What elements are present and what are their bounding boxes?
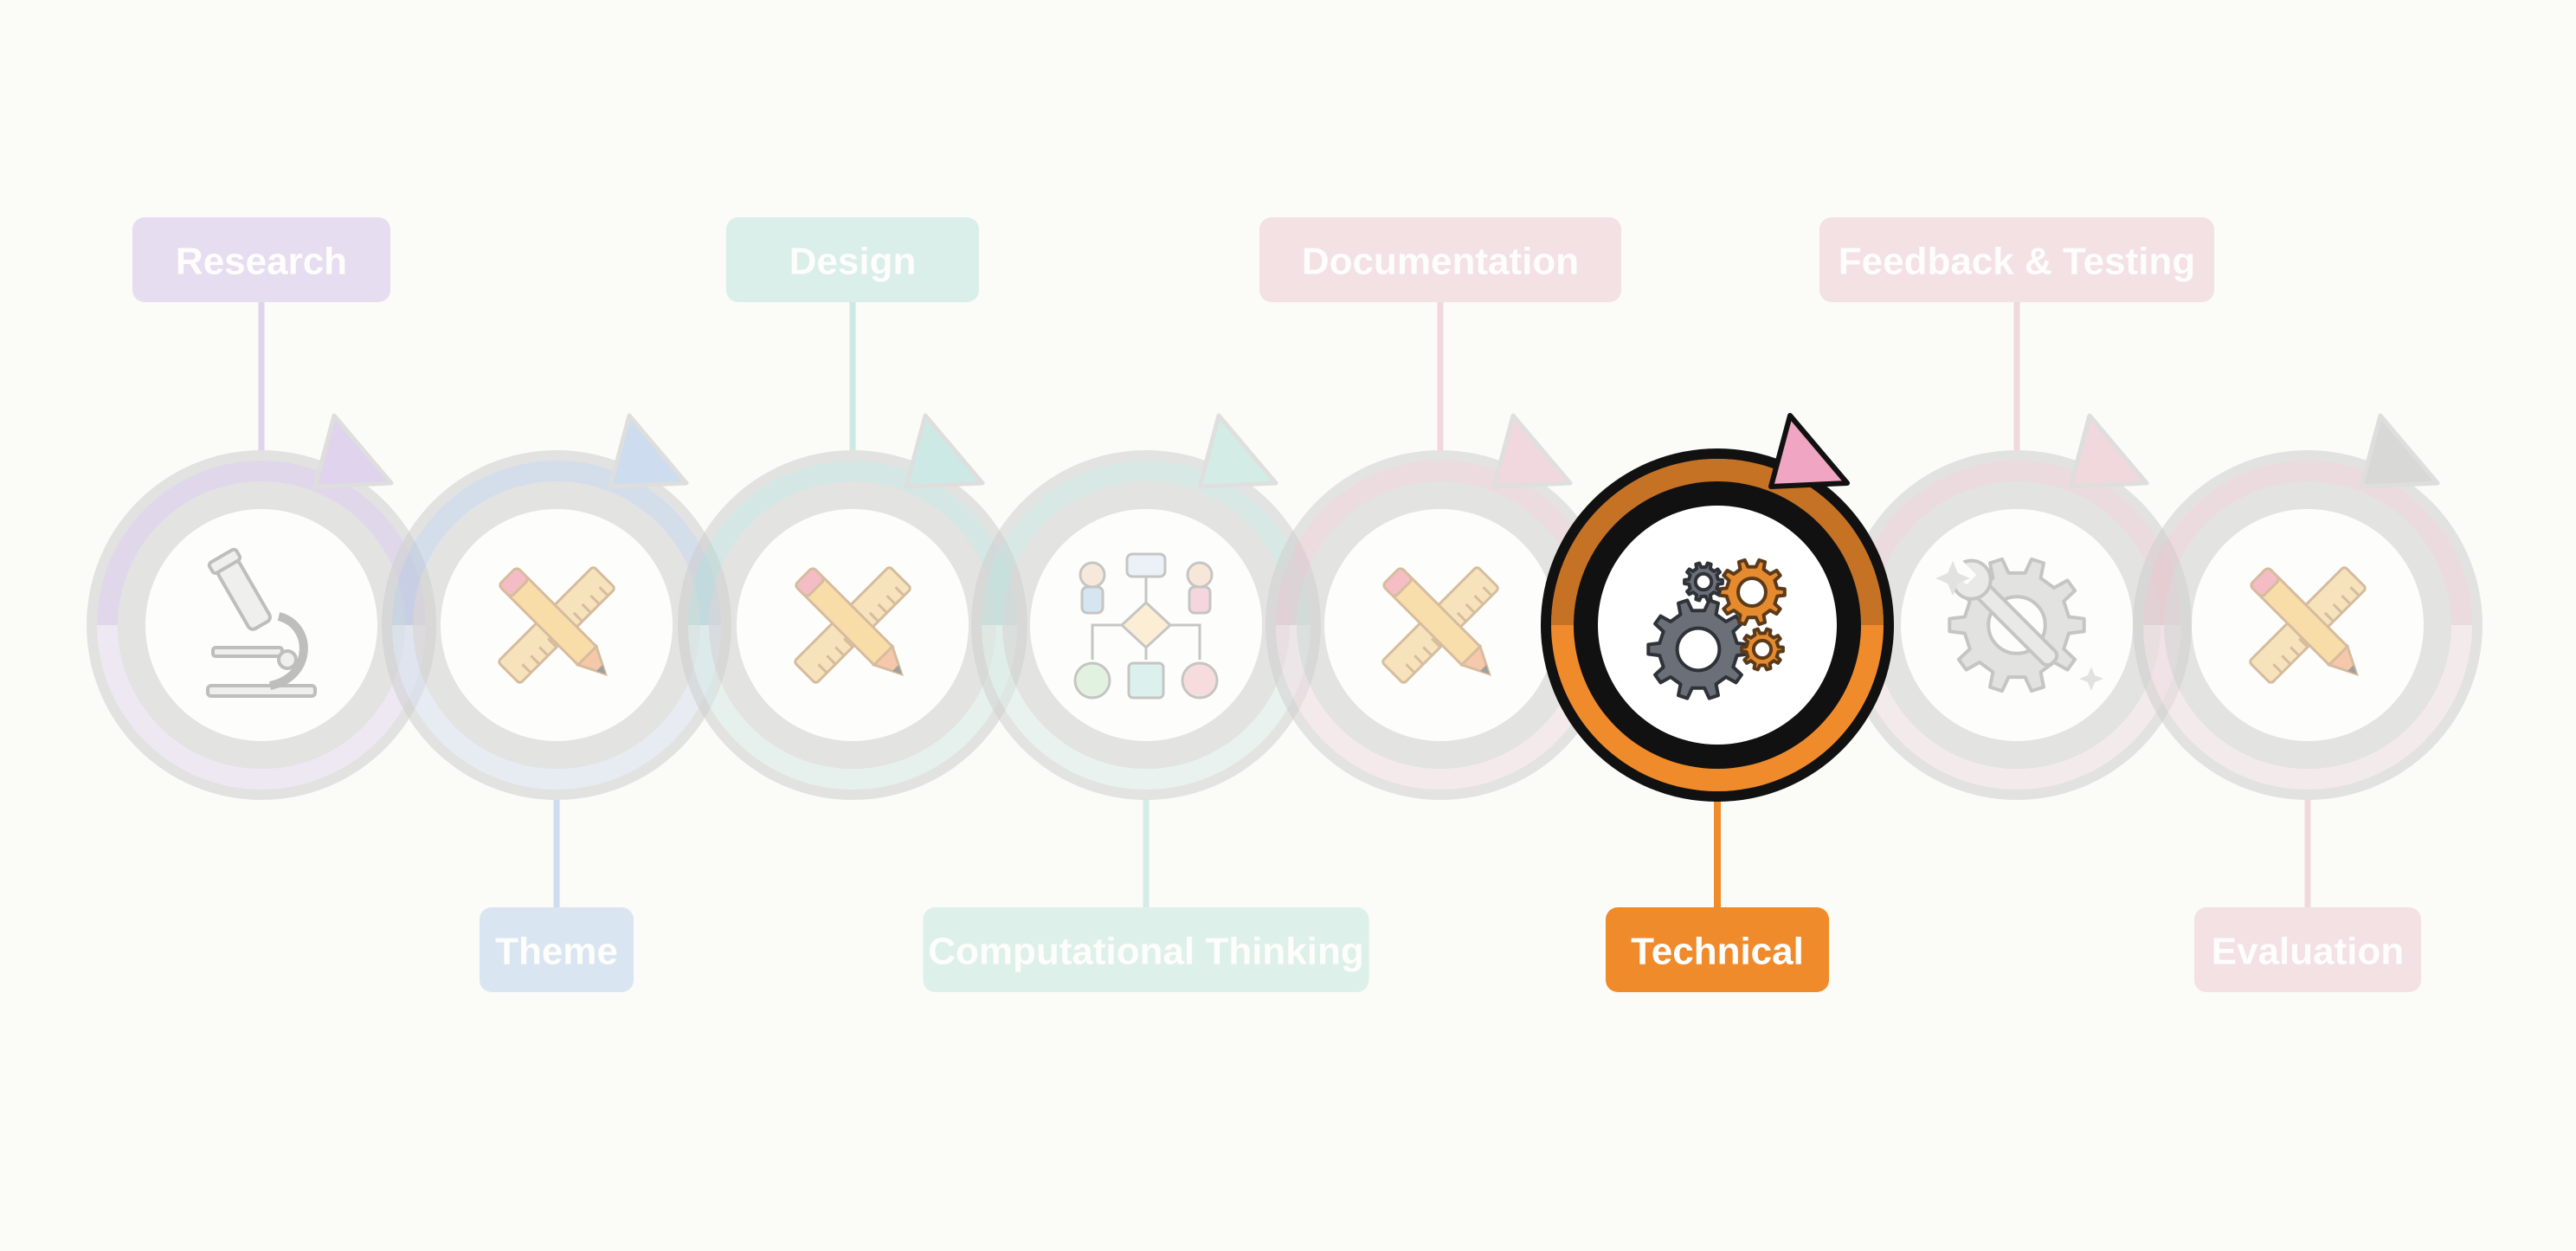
cycle-arrow-icon (2068, 413, 2149, 489)
stage-label-box (923, 907, 1369, 992)
flowchart-icon (1073, 552, 1219, 700)
cycle-arrow-icon (312, 413, 394, 489)
stage-label-box (726, 217, 979, 302)
ruler-pencil-icon (498, 566, 615, 684)
cycle-arrow-icon (1197, 413, 1278, 489)
stage-documentation[interactable]: Documentation (1259, 217, 1621, 800)
ring-light (392, 625, 721, 790)
stage-label: Documentation (1302, 241, 1579, 283)
stage-label-box (2194, 907, 2421, 992)
stage-evaluation[interactable]: Evaluation (2133, 413, 2483, 992)
stage-research[interactable]: Research (87, 217, 436, 800)
ring-shade (1551, 459, 1884, 625)
stage-label-box (1819, 217, 2214, 302)
ring-light (1276, 625, 1605, 790)
cycle-arrow-icon (904, 413, 985, 489)
cycle-arrow-icon (2359, 413, 2440, 489)
stage-label: Computational Thinking (928, 931, 1364, 973)
ring-light (982, 625, 1311, 790)
stage-label-box (1259, 217, 1621, 302)
stage-label: Feedback & Testing (1839, 241, 2195, 283)
gear-wrench-icon (1935, 557, 2103, 693)
gears-icon (1646, 558, 1787, 700)
stage-feedback-testing[interactable]: Feedback & Testing (1819, 217, 2214, 800)
ring-light (1852, 625, 2181, 790)
stage-label: Design (789, 241, 917, 283)
stage-label-box (480, 907, 634, 992)
ring-light (688, 625, 1017, 790)
stage-technical[interactable]: Technical (1541, 413, 1894, 992)
ruler-pencil-icon (794, 566, 911, 684)
cycle-arrow-icon (1768, 413, 1850, 489)
stage-label: Technical (1631, 931, 1804, 973)
cycle-arrow-icon (608, 413, 689, 489)
stage-label-box (1606, 907, 1829, 992)
stage-label: Research (176, 241, 347, 283)
ruler-pencil-icon (2249, 566, 2367, 684)
stage-computational-thinking[interactable]: Computational Thinking (923, 413, 1369, 992)
microscope-icon (206, 547, 317, 698)
ring-light (2143, 625, 2472, 790)
ruler-pencil-icon (1381, 566, 1499, 684)
stage-label-box (132, 217, 390, 302)
stage-design[interactable]: Design (678, 217, 1027, 800)
stage-theme[interactable]: Theme (382, 413, 731, 992)
stage-label: Theme (495, 931, 618, 973)
stage-label: Evaluation (2212, 931, 2405, 973)
ring-light (97, 625, 426, 790)
cycle-arrow-icon (1491, 413, 1573, 489)
